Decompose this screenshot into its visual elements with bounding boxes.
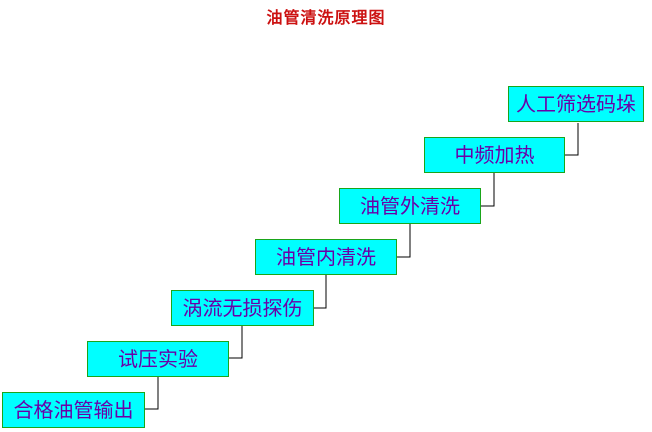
connector-step6-step7 [145, 376, 159, 410]
step-qualified-output: 合格油管输出 [2, 392, 145, 428]
connector-step5-step6 [228, 326, 243, 359]
connector-step4-step5 [313, 275, 327, 309]
connector-step3-step4 [396, 224, 411, 258]
diagram-title: 油管清洗原理图 [266, 8, 386, 27]
step-external-cleaning: 油管外清洗 [339, 188, 481, 224]
connector-step2-step3 [480, 173, 495, 207]
step-manual-screening-stacking: 人工筛选码垛 [508, 86, 644, 122]
connector-step1-step2 [564, 123, 579, 156]
step-pressure-test: 试压实验 [87, 341, 229, 377]
step-internal-cleaning: 油管内清洗 [255, 239, 397, 275]
step-medium-frequency-heating: 中频加热 [424, 137, 565, 173]
step-eddy-current-inspection: 涡流无损探伤 [171, 290, 314, 326]
